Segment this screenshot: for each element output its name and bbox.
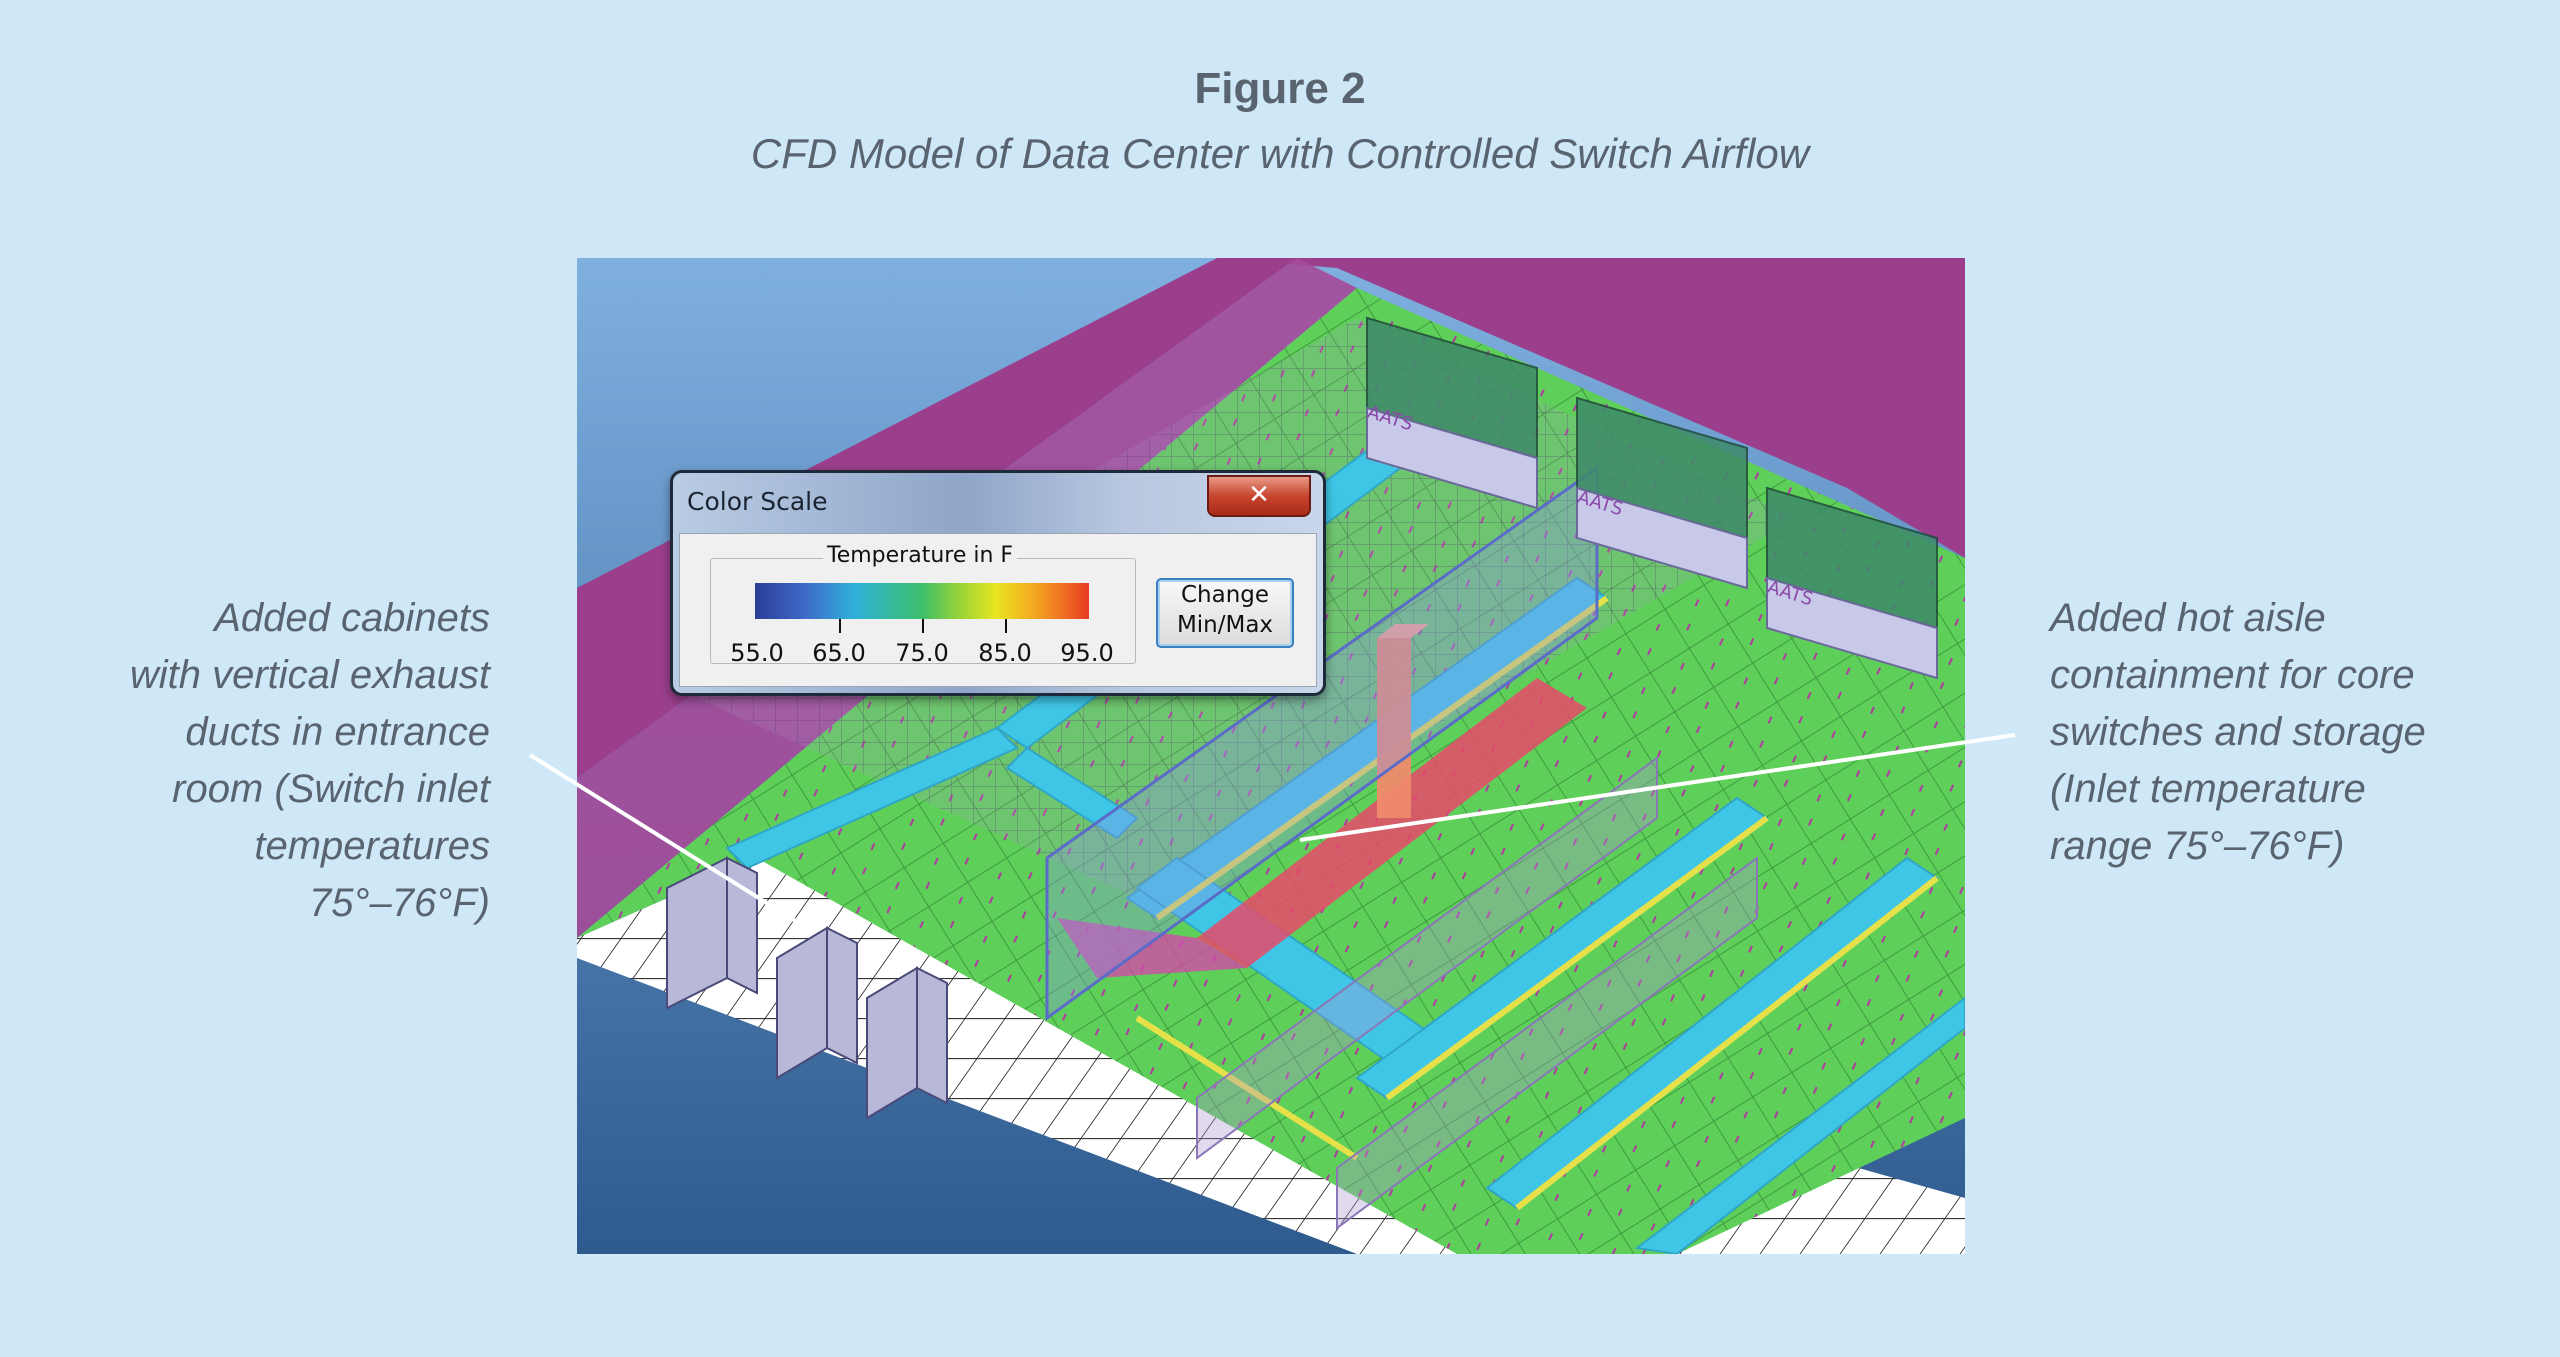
cfd-scene-svg bbox=[577, 258, 1965, 1254]
exhaust-plume-top bbox=[1377, 624, 1429, 638]
caption-left-line: with vertical exhaust bbox=[129, 653, 490, 697]
hot-aisle-floor bbox=[1057, 918, 1247, 978]
caption-left-line: 75°–76°F) bbox=[309, 881, 490, 925]
scale-tick bbox=[839, 619, 841, 633]
back-wall bbox=[1217, 258, 1965, 558]
temperature-group: Temperature in F 55.0 65.0 75.0 85.0 95.… bbox=[710, 543, 1136, 667]
cfd-model-scene: AATS AATS AATS bbox=[577, 258, 1965, 1254]
rack-row bbox=[1336, 856, 1758, 1230]
change-button-line: Min/Max bbox=[1176, 612, 1274, 638]
scale-tick bbox=[1005, 619, 1007, 633]
raised-floor-grid-corner bbox=[1877, 1198, 1965, 1254]
change-button-line: Change bbox=[1180, 582, 1270, 608]
dialog-body: Temperature in F 55.0 65.0 75.0 85.0 95.… bbox=[679, 533, 1317, 687]
caption-right-line: containment for core bbox=[2050, 653, 2415, 697]
scale-tick bbox=[922, 619, 924, 633]
aisle-edges bbox=[1135, 595, 1939, 1211]
caption-left-line: Added cabinets bbox=[214, 596, 490, 640]
change-min-max-button[interactable]: Change Min/Max bbox=[1156, 578, 1294, 648]
caption-left-line: temperatures bbox=[254, 824, 490, 868]
scale-label: 85.0 bbox=[978, 639, 1032, 667]
temperature-group-label: Temperature in F bbox=[823, 543, 1018, 568]
scale-label: 55.0 bbox=[730, 639, 784, 667]
scale-label: 95.0 bbox=[1060, 639, 1114, 667]
color-scale-dialog: Color Scale ✕ Temperature in F 55.0 65.0… bbox=[670, 470, 1326, 696]
caption-right-line: range 75°–76°F) bbox=[2050, 824, 2345, 868]
scale-label: 75.0 bbox=[895, 639, 949, 667]
scale-label: 65.0 bbox=[812, 639, 866, 667]
caption-left-line: room (Switch inlet bbox=[172, 767, 490, 811]
caption-left: Added cabinets with vertical exhaust duc… bbox=[60, 590, 490, 932]
caption-right-line: (Inlet temperature bbox=[2050, 767, 2366, 811]
figure-title: Figure 2 bbox=[1194, 64, 1366, 113]
caption-right: Added hot aisle containment for core swi… bbox=[2050, 590, 2530, 875]
caption-left-line: ducts in entrance bbox=[185, 710, 490, 754]
close-button[interactable]: ✕ bbox=[1207, 475, 1311, 517]
color-scale-bar bbox=[755, 583, 1089, 619]
figure-subtitle: CFD Model of Data Center with Controlled… bbox=[750, 130, 1810, 177]
caption-right-line: Added hot aisle bbox=[2050, 596, 2326, 640]
caption-right-line: switches and storage bbox=[2050, 710, 2426, 754]
crac-units bbox=[1366, 316, 1938, 680]
entrance-cabinets bbox=[666, 856, 948, 1120]
dialog-title: Color Scale bbox=[687, 487, 828, 516]
